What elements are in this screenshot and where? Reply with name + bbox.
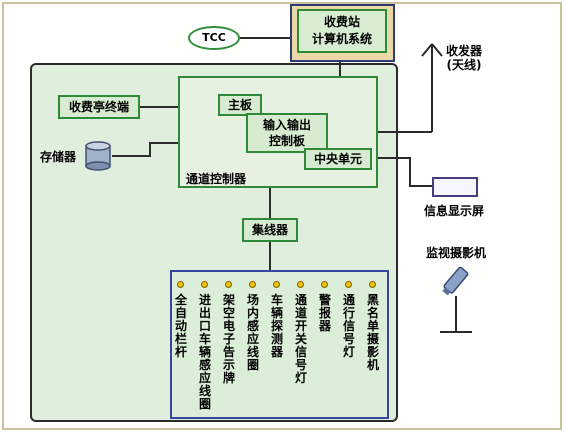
device-dot bbox=[177, 281, 184, 288]
tcc-node: TCC bbox=[188, 26, 240, 50]
antenna-line2: (天线) bbox=[446, 58, 482, 72]
device-dot bbox=[201, 281, 208, 288]
device-dot bbox=[345, 281, 352, 288]
devices-panel bbox=[170, 270, 389, 419]
antenna-label: 收发器 (天线) bbox=[446, 44, 482, 72]
mainboard-box: 主板 bbox=[218, 94, 262, 116]
controller-label: 通道控制器 bbox=[186, 172, 247, 186]
concentrator-box: 集线器 bbox=[242, 218, 298, 242]
device-label: 警报器 bbox=[318, 293, 331, 333]
station-line2: 计算机系统 bbox=[311, 32, 372, 46]
device-label: 车辆探测器 bbox=[270, 293, 283, 359]
device-dot bbox=[249, 281, 256, 288]
camera-icon bbox=[442, 266, 469, 296]
toll-terminal-box: 收费亭终端 bbox=[58, 95, 140, 119]
device-dot bbox=[369, 281, 376, 288]
io-line1: 输入输出 bbox=[262, 118, 311, 132]
device-label: 通行信号灯 bbox=[342, 293, 355, 359]
display-label: 信息显示屏 bbox=[424, 204, 485, 218]
device-dot bbox=[321, 281, 328, 288]
display-screen-icon bbox=[432, 177, 478, 197]
station-computer-box: 收费站 计算机系统 bbox=[297, 9, 387, 53]
device-label: 进出口车辆感应线圈 bbox=[198, 293, 211, 411]
device-dot bbox=[225, 281, 232, 288]
antenna-line1: 收发器 bbox=[446, 44, 483, 58]
device-label: 黑名单摄影机 bbox=[366, 293, 379, 372]
device-label: 架空电子告示牌 bbox=[222, 293, 235, 385]
database-icon bbox=[85, 141, 111, 171]
camera-label: 监视摄影机 bbox=[426, 246, 487, 260]
device-label: 全自动栏杆 bbox=[174, 293, 187, 359]
storage-label: 存储器 bbox=[40, 150, 77, 164]
device-dot bbox=[297, 281, 304, 288]
cpu-box: 中央单元 bbox=[304, 148, 372, 170]
station-line1: 收费站 bbox=[323, 15, 360, 29]
device-label: 通道开关信号灯 bbox=[294, 293, 307, 385]
io-line2: 控制板 bbox=[268, 134, 305, 148]
device-dot bbox=[273, 281, 280, 288]
io-board-box: 输入输出 控制板 bbox=[246, 113, 328, 153]
device-label: 场内感应线圈 bbox=[246, 293, 259, 372]
